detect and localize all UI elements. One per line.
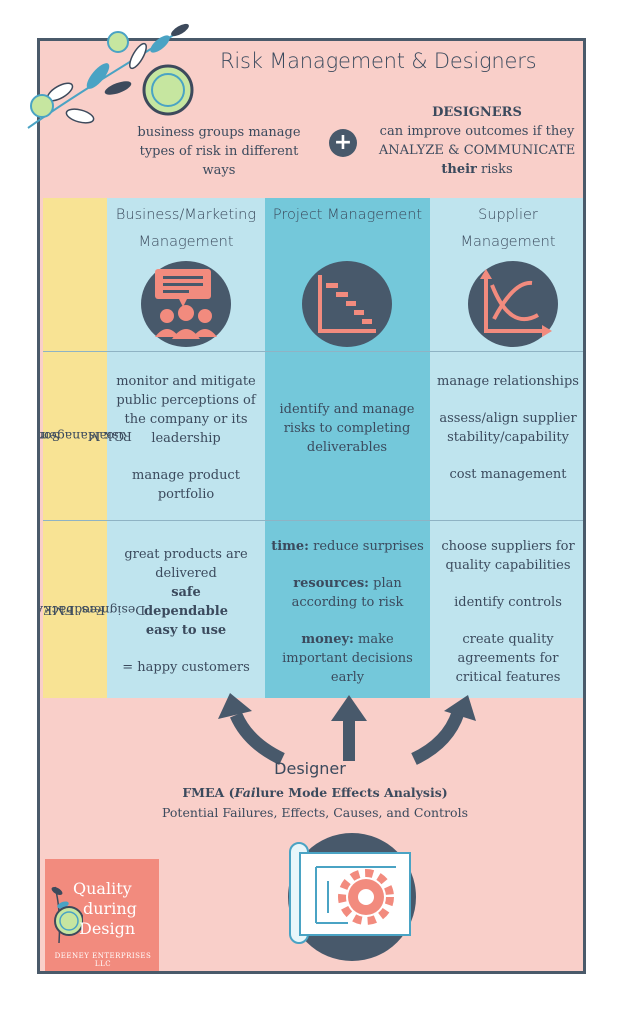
- blueprint-gear-icon: [288, 833, 416, 961]
- row-divider-goals: [43, 351, 583, 352]
- row-label-feedback: Feedback from Designers’ FMEA: [40, 535, 146, 685]
- business-column-title: Business/Marketing Management: [115, 207, 257, 250]
- fmea-description: FMEA (Failure Mode Effects Analysis) Pot…: [140, 783, 490, 823]
- fmea-fai: Fai: [234, 785, 256, 800]
- business-feedback-easy: easy to use: [145, 623, 227, 638]
- arrows-group: [218, 693, 476, 765]
- row-label-column: [43, 198, 107, 698]
- supplier-feedback-3: create quality agreements for critical f…: [455, 632, 561, 685]
- trend-chart-icon: [468, 261, 558, 347]
- project-feedback: time: reduce surprises resources: plan a…: [270, 537, 425, 687]
- business-goal-2: manage product portfolio: [132, 468, 240, 502]
- business-feedback-safe: safe: [171, 585, 201, 600]
- project-feedback-resources-key: resources:: [293, 576, 369, 591]
- page-title: Risk Management & Designers: [220, 49, 537, 73]
- logo-line2: during: [83, 899, 137, 918]
- intro-right-line3: ANALYZE & COMMUNICATE: [378, 143, 576, 158]
- intro-right-line2: can improve outcomes if they: [379, 124, 575, 139]
- plus-icon: +: [329, 129, 357, 157]
- leaf-branch-icon: [27, 23, 194, 129]
- intro-right-their: their: [441, 162, 477, 177]
- presentation-audience-icon: [141, 261, 231, 347]
- intro-left-text: business groups manage types of risk in …: [137, 125, 301, 178]
- arrow-right-icon: [411, 695, 476, 765]
- fmea-mid: lure Mode Effects Analysis: [255, 785, 442, 800]
- supplier-goals: manage relationships assess/align suppli…: [434, 372, 582, 484]
- intro-right-text: DESIGNERS can improve outcomes if they A…: [372, 103, 582, 179]
- project-column-title: Project Management: [272, 207, 423, 223]
- supplier-goal-2: assess/align supplier stability/capabili…: [439, 411, 577, 445]
- project-goal-1: identify and manage risks to completing …: [279, 402, 415, 455]
- fmea-pre: FMEA (: [182, 785, 235, 800]
- fmea-post: ): [441, 785, 448, 800]
- infographic-frame: Risk Management & Designers business gro…: [37, 38, 586, 974]
- business-feedback-2: = happy customers: [122, 660, 250, 675]
- lime-branch-icon: [51, 886, 83, 944]
- row-label-goals: Some Risk Management Goals: [40, 361, 131, 511]
- project-feedback-money-key: money:: [301, 632, 354, 647]
- arrow-left-icon: [218, 693, 285, 765]
- business-feedback-dependable: dependable: [144, 604, 228, 619]
- designer-title: Designer: [274, 759, 346, 778]
- arrow-center-icon: [331, 695, 367, 761]
- business-goal-1: monitor and mitigate public perceptions …: [116, 374, 256, 446]
- logo-line1: Quality: [73, 879, 132, 898]
- supplier-goal-3: cost management: [449, 467, 567, 482]
- gantt-chart-icon: [302, 261, 392, 347]
- supplier-column-title: Supplier Management: [460, 207, 556, 250]
- project-feedback-money: make important decisions early: [282, 632, 413, 685]
- quality-during-design-logo: Quality during Design DEENEY ENTERPRISES…: [45, 859, 159, 971]
- logo-sub: DEENEY ENTERPRISES LLC: [54, 952, 152, 968]
- supplier-feedback-2: identify controls: [454, 595, 562, 610]
- intro-right-line4: risks: [476, 162, 513, 177]
- business-feedback-1: great products are delivered: [124, 547, 248, 581]
- business-feedback: great products are delivered safe depend…: [111, 545, 261, 677]
- supplier-feedback-1: choose suppliers for quality capabilitie…: [441, 539, 575, 573]
- supplier-goal-1: manage relationships: [437, 374, 579, 389]
- row-divider-feedback: [43, 520, 583, 521]
- designers-label: DESIGNERS: [432, 105, 522, 120]
- fmea-line2: Potential Failures, Effects, Causes, and…: [162, 805, 468, 820]
- project-goals: identify and manage risks to completing …: [272, 400, 422, 457]
- project-feedback-time-key: time:: [271, 539, 309, 554]
- logo-line3: Design: [79, 919, 136, 938]
- supplier-feedback: choose suppliers for quality capabilitie…: [434, 537, 582, 687]
- project-feedback-time: reduce surprises: [308, 539, 424, 554]
- business-goals: monitor and mitigate public perceptions …: [111, 372, 261, 504]
- project-feedback-resources: plan according to risk: [291, 576, 404, 610]
